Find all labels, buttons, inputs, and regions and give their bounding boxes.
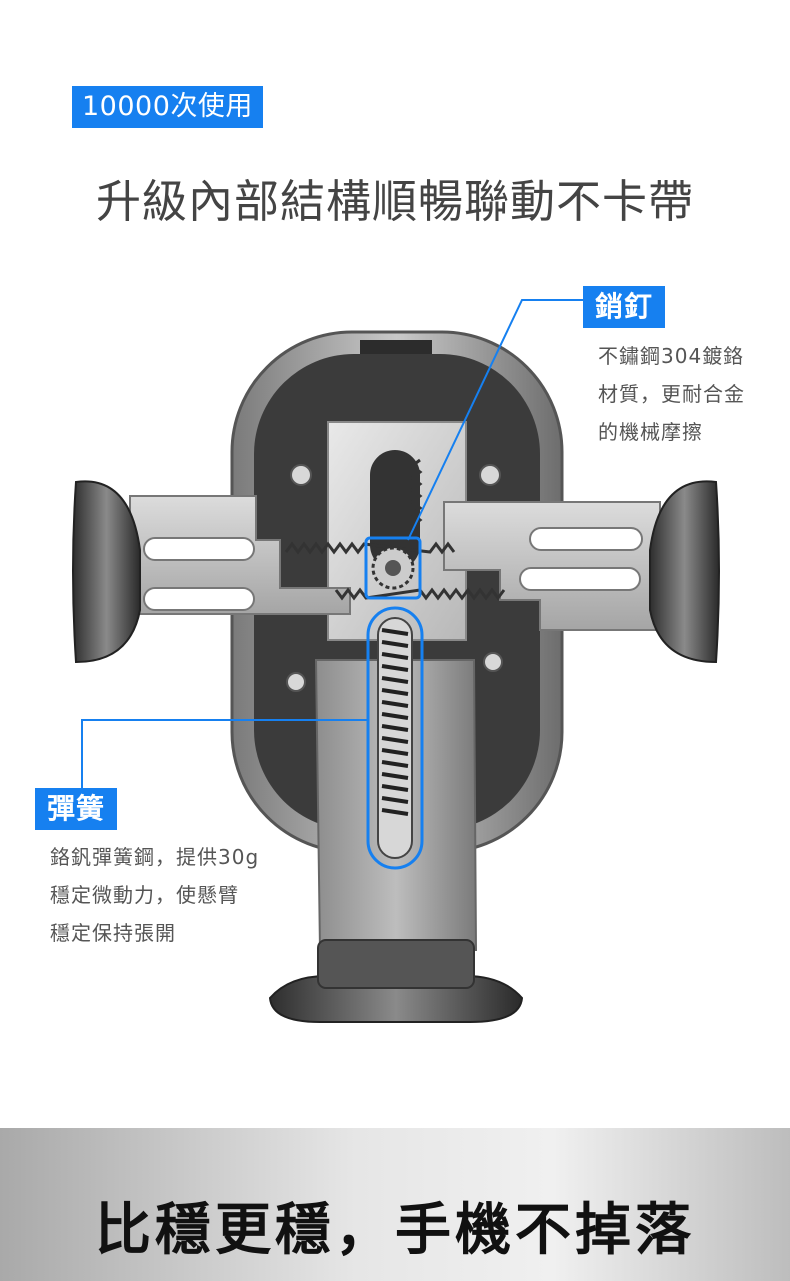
bottom-band: [0, 1128, 790, 1281]
right-grip: [649, 480, 720, 664]
left-grip: [72, 480, 141, 664]
pin-description: 不鏽鋼304鍍鉻 材質，更耐合金 的機械摩擦: [598, 337, 778, 451]
spring-icon: [366, 606, 424, 870]
spring-description-line: 穩定保持張開: [50, 921, 176, 945]
spring-callout-tag: 彈簧: [35, 788, 118, 830]
pin-callout-tag: 銷釘: [583, 286, 666, 328]
upper-rack-teeth: [284, 541, 456, 555]
lower-rack-teeth: [334, 587, 506, 601]
spring-description-line: 穩定微動力，使懸臂: [50, 883, 239, 907]
pin-description-line: 的機械摩擦: [598, 420, 703, 444]
page-headline: 升級內部結構順暢聯動不卡帶: [95, 175, 694, 228]
spring-leader-line: [81, 719, 368, 788]
pin-leader-line: [407, 299, 583, 541]
usage-badge: 10000次使用: [72, 86, 263, 128]
gear-icon: [364, 536, 422, 600]
spring-description-line: 鉻釩彈簧鋼，提供30g: [50, 845, 260, 869]
car-phone-holder-illustration: [72, 299, 720, 1023]
slogan-text: 比穩更穩，手機不掉落: [95, 1198, 695, 1263]
spring-description: 鉻釩彈簧鋼，提供30g 穩定微動力，使懸臂 穩定保持張開: [50, 838, 310, 952]
pin-description-line: 材質，更耐合金: [598, 382, 745, 406]
pin-description-line: 不鏽鋼304鍍鉻: [598, 344, 745, 368]
